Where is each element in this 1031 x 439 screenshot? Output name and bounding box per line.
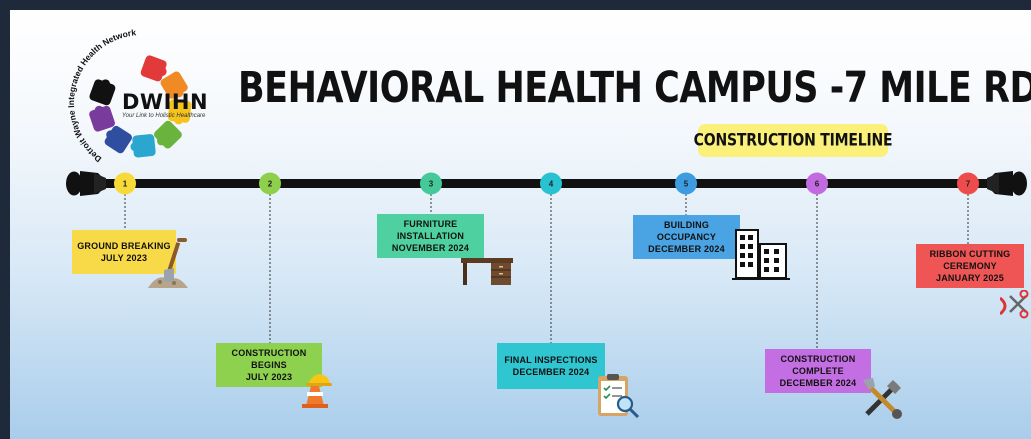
milestone-5-line2: OCCUPANCY	[656, 232, 717, 242]
milestone-7-line2: CEREMONY	[943, 261, 997, 271]
milestone-box-construction-complete: CONSTRUCTION COMPLETE DECEMBER 2024	[765, 349, 871, 393]
milestone-6-line3: DECEMBER 2024	[779, 378, 857, 388]
milestone-dot-4	[540, 172, 562, 195]
infographic-frame: Detroit Wayne Integrated Health Network …	[10, 10, 1031, 439]
clipboard-icon	[598, 374, 640, 419]
milestone-2-line1: CONSTRUCTION	[231, 348, 307, 358]
milestone-box-ground-breaking: GROUND BREAKING JULY 2023	[72, 230, 176, 274]
logo-name: DWIHN	[122, 90, 209, 114]
milestone-dot-5	[675, 172, 697, 195]
dwihn-logo: Detroit Wayne Integrated Health Network	[66, 27, 192, 164]
milestone-1-line2: JULY 2023	[100, 253, 148, 263]
milestone-2-line2: BEGINS	[251, 360, 287, 370]
puzzle-pieces	[89, 55, 192, 158]
timeline-bar: 1 2 3 4 5 6 7	[66, 171, 1027, 349]
tools-icon	[863, 378, 902, 419]
milestone-number-7: 7	[966, 180, 971, 189]
milestone-marker-3: 3	[420, 172, 442, 214]
milestone-marker-7: 7	[957, 172, 979, 244]
milestone-box-building-occupancy: BUILDING OCCUPANCY DECEMBER 2024	[633, 215, 740, 259]
milestone-7-line3: JANUARY 2025	[936, 273, 1004, 283]
hard-hat-cone-icon	[302, 374, 332, 408]
milestone-dot-6	[806, 172, 828, 195]
milestone-4-line2: DECEMBER 2024	[512, 367, 590, 377]
milestone-marker-6: 6	[806, 172, 828, 349]
milestone-dot-7	[957, 172, 979, 195]
milestone-5-line3: DECEMBER 2024	[648, 244, 725, 254]
milestone-5-line1: BUILDING	[663, 220, 710, 230]
milestone-box-furniture-installation: FURNITURE INSTALLATION NOVEMBER 2024	[377, 214, 484, 258]
milestone-number-6: 6	[815, 180, 820, 189]
scissors-icon	[1000, 290, 1029, 319]
milestone-box-final-inspections: FINAL INSPECTIONS DECEMBER 2024	[497, 343, 605, 389]
milestone-4-line1: FINAL INSPECTIONS	[504, 355, 598, 365]
timeline-left-cap	[66, 171, 106, 196]
milestone-6-line1: CONSTRUCTION	[780, 354, 856, 364]
desk-icon	[461, 258, 513, 285]
subtitle: CONSTRUCTION TIMELINE	[693, 131, 893, 150]
milestone-number-4: 4	[549, 180, 554, 189]
milestone-3-line3: NOVEMBER 2024	[391, 243, 470, 253]
milestone-marker-1: 1	[114, 172, 136, 230]
milestone-marker-5: 5	[675, 172, 697, 215]
milestone-dot-3	[420, 172, 442, 195]
puzzle-piece-3	[167, 99, 192, 123]
milestone-number-2: 2	[268, 180, 273, 189]
milestone-marker-2: 2	[259, 172, 281, 343]
milestone-dot-2	[259, 172, 281, 195]
logo-tagline: Your Link to Holistic Healthcare	[122, 113, 206, 119]
milestone-number-1: 1	[123, 180, 128, 189]
milestone-3-line1: FURNITURE	[403, 219, 458, 229]
shovel-icon	[148, 238, 188, 288]
milestone-number-3: 3	[429, 180, 434, 189]
milestone-marker-4: 4	[540, 172, 562, 343]
subtitle-badge: CONSTRUCTION TIMELINE	[694, 124, 893, 157]
milestone-1-line1: GROUND BREAKING	[77, 241, 171, 251]
timeline-right-cap	[987, 171, 1027, 196]
milestone-box-construction-begins: CONSTRUCTION BEGINS JULY 2023	[216, 343, 322, 387]
milestone-dot-1	[114, 172, 136, 195]
milestone-6-line2: COMPLETE	[792, 366, 844, 376]
milestone-box-ribbon-cutting: RIBBON CUTTING CEREMONY JANUARY 2025	[916, 244, 1024, 288]
milestone-2-line3: JULY 2023	[245, 372, 293, 382]
puzzle-piece-5	[132, 134, 156, 158]
page-title: BEHAVIORAL HEALTH CAMPUS -7 MILE RD.	[238, 64, 1031, 113]
milestone-7-line1: RIBBON CUTTING	[929, 249, 1011, 259]
milestone-3-line2: INSTALLATION	[396, 231, 465, 241]
building-icon	[732, 229, 790, 280]
milestone-number-5: 5	[684, 180, 689, 189]
